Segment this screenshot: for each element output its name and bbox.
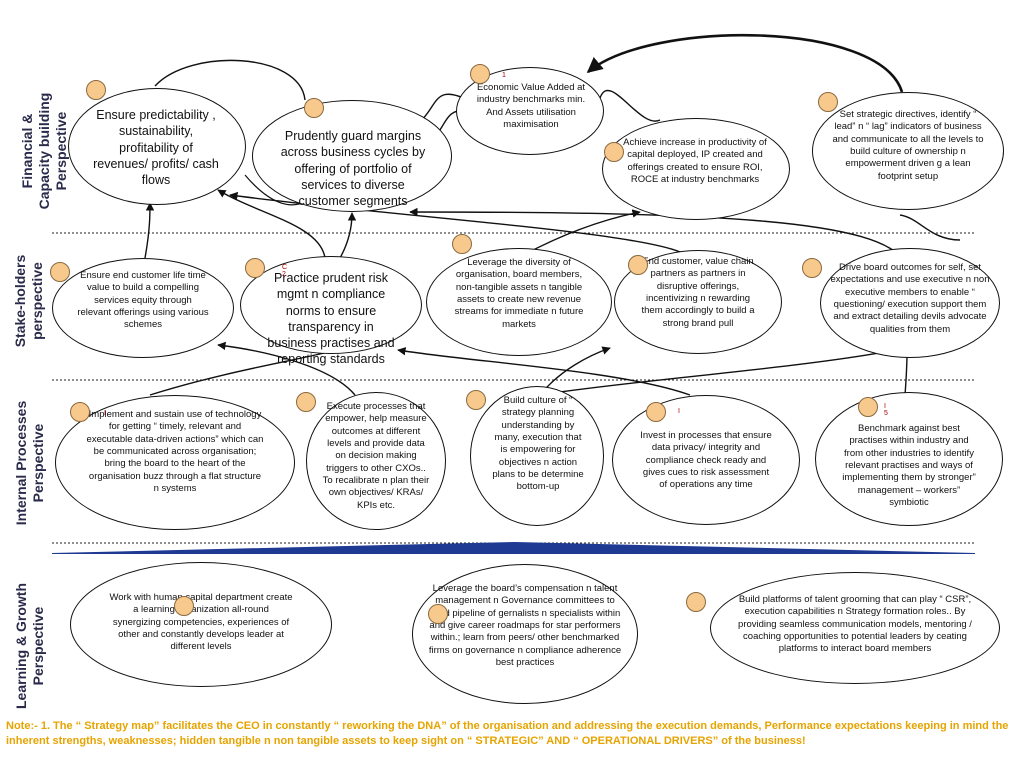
marker-dot [50,262,70,282]
connector-arrow [409,207,906,263]
objective-benchmark-text: Benchmark against best practises within … [842,423,976,509]
objective-board-outcomes-text: Drive board outcomes for self, set expec… [830,262,990,335]
marker-dot [428,604,448,624]
connector-arrow [397,347,691,396]
objective-predictability [68,88,246,205]
perspective-label-learning: Learning & Growth Perspective [13,583,46,709]
marker-dot [858,397,878,417]
objective-execute-processes-text: Execute processes that empower, help mea… [322,401,430,511]
marker-dot [296,392,316,412]
footer-note: Note:- 1. The “ Strategy map” facilitate… [6,720,1009,747]
connector-arrow [217,341,356,396]
node-mark: I [104,410,106,417]
objective-learning-org-text: Work with human capital department creat… [109,592,293,653]
objective-talent-platforms-text: Build platforms of talent grooming that … [738,594,972,655]
connector-arrow [339,212,357,259]
objective-margins-text: Prudently guard margins across business … [280,129,426,208]
marker-dot [452,234,472,254]
objective-directives-text: Set strategic directives, identify “ lea… [832,109,984,182]
marker-dot [466,390,486,410]
node-mark: I [678,408,680,415]
node-mark: I 5 [884,403,888,417]
objective-directives [812,92,1004,210]
objective-execute-processes [306,392,446,530]
connector-arrow [144,202,155,259]
objective-productivity-text: Achieve increase in productivity of capi… [623,137,767,186]
perspective-label-stakeholders: Stake-holders perspective [12,254,45,348]
objective-technology-text: Implement and sustain use of technology … [86,409,264,495]
objective-partners-text: End customer, value chain partners as pa… [641,256,755,329]
objective-risk-mgmt [240,256,422,354]
marker-dot [628,255,648,275]
objective-strategy-culture-text: Build culture of “ strategy planning und… [492,395,584,493]
objective-eva-text: Economic Value Added at industry benchma… [476,82,586,131]
objective-predictability-text: Ensure predictability , sustainability, … [93,108,219,187]
objective-diversity [426,248,612,356]
connector-arrow [154,59,306,101]
objective-strategy-culture [470,386,604,526]
connector-arrow [899,214,961,241]
marker-dot [245,258,265,278]
marker-dot [686,592,706,612]
node-mark: 1 [502,72,506,79]
objective-data-privacy [612,395,800,525]
objective-risk-mgmt-text: Practice prudent risk mgmt n compliance … [267,271,395,367]
marker-dot [802,258,822,278]
objective-benchmark [815,392,1003,526]
connector-arrow [586,33,904,93]
marker-dot [470,64,490,84]
objective-talent-pipeline [412,564,638,704]
objective-customer-value [52,258,234,358]
foundation-band [52,542,975,554]
objective-diversity-text: Leverage the diversity of organisation, … [454,257,584,330]
objective-talent-pipeline-text: Leverage the board’s compensation n tale… [428,583,622,669]
objective-margins [252,100,452,212]
marker-dot [174,596,194,616]
connector-arrow [599,89,661,122]
objective-productivity [602,118,790,220]
marker-dot [86,80,106,100]
marker-dot [646,402,666,422]
marker-dot [604,142,624,162]
objective-data-privacy-text: Invest in processes that ensure data pri… [640,430,772,491]
objective-board-outcomes [820,248,1000,358]
objective-learning-org [70,562,332,687]
marker-dot [304,98,324,118]
objective-talent-platforms [710,572,1000,684]
perspective-label-internal: Internal Processes Perspective [13,400,46,526]
objective-customer-value-text: Ensure end customer life time value to b… [77,270,209,331]
marker-dot [818,92,838,112]
marker-dot [70,402,90,422]
objective-technology [55,395,295,530]
node-mark: C 2 [282,264,288,278]
perspective-label-financial: Financial & Capacity building Perspectiv… [19,92,69,210]
